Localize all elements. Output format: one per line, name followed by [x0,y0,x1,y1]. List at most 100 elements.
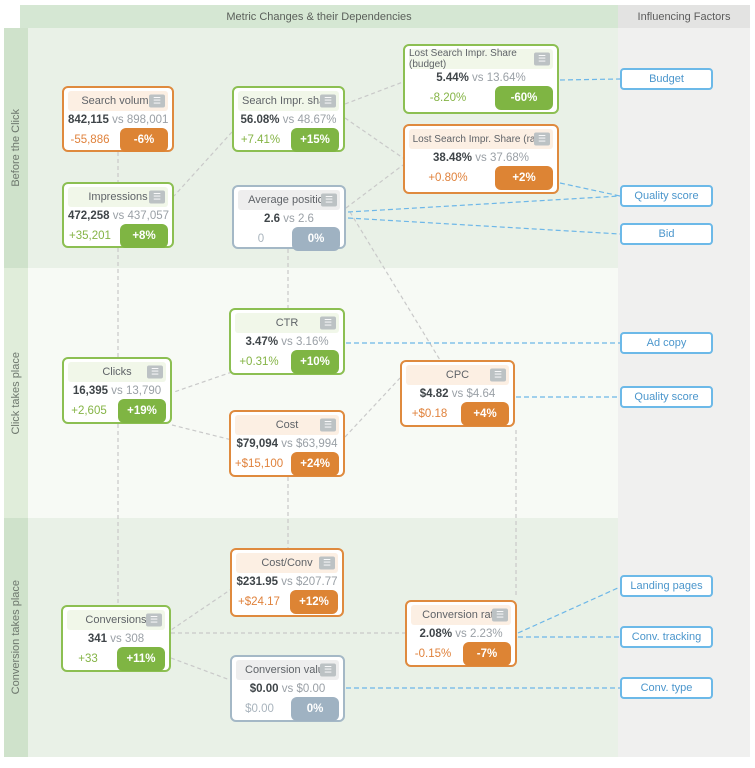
menu-icon[interactable]: ☰ [320,418,336,432]
factor-button-quality-score-2[interactable]: Quality score [620,386,713,408]
factor-button-ad-copy[interactable]: Ad copy [620,332,713,354]
factor-label: Ad copy [646,337,687,349]
menu-icon[interactable]: ☰ [490,368,506,382]
delta-value: 0 [257,233,265,245]
vs-label: vs [475,152,487,164]
card-values: 2.08% vs 2.23% [411,628,511,640]
metrics-header: Metric Changes & their Dependencies [20,5,618,28]
previous-value: 437,057 [127,210,170,222]
previous-value: 898,001 [126,114,169,126]
card-delta-row: +33 +11% [67,647,165,671]
metric-card-cost: Cost ☰ $79,094 vs $63,994 +$15,100+24% [229,410,345,477]
menu-icon[interactable]: ☰ [147,365,163,379]
percent-badge: +11% [117,647,165,671]
card-header: Lost Search Impr. Share (budget) ☰ [409,48,553,70]
menu-icon[interactable]: ☰ [320,663,336,677]
current-value: 38.48% [433,152,473,164]
percent-badge: +19% [118,399,166,423]
card-values: $79,094 vs $63,994 [235,438,339,450]
current-value: 5.44% [436,72,469,84]
menu-icon[interactable]: ☰ [319,556,335,570]
percent-badge: -7% [463,642,511,666]
metric-card-lost-is-budget: Lost Search Impr. Share (budget) ☰ 5.44% v… [403,44,559,114]
delta-value: +$0.18 [411,408,448,420]
factor-label: Conv. tracking [631,631,702,643]
vs-label: vs [282,114,295,126]
delta-value: +$15,100 [234,458,284,470]
percent-badge: 0% [292,227,340,251]
card-values: 472,258 vs 437,057 [68,210,170,222]
card-header: Conversion value☰ [236,660,339,680]
vs-label: vs [112,210,125,222]
factor-label: Quality score [634,190,699,202]
card-delta-row: -55,886-6% [68,128,168,152]
factor-button-budget[interactable]: Budget [620,68,713,90]
delta-value: +2,605 [71,405,107,417]
card-delta-row: +35,201+8% [68,224,168,248]
card-values: $0.00 vs $0.00 [236,683,339,695]
delta-value: +35,201 [69,230,111,242]
delta-value: +33 [78,653,98,665]
metric-card-cpc: CPC☰$4.82 vs $4.64+$0.18+4% [400,360,515,427]
menu-icon[interactable]: ☰ [149,94,165,108]
section-strip-before-click: Before the Click [4,28,28,268]
menu-icon[interactable]: ☰ [320,94,336,108]
card-values: 3.47% vs 3.16% [235,336,339,348]
card-delta-row: 0 0% [238,227,340,251]
menu-icon[interactable]: ☰ [146,613,162,627]
card-values: 341 vs 308 [67,633,165,645]
card-title: Cost [275,419,299,431]
menu-icon[interactable]: ☰ [492,608,508,622]
factor-button-bid[interactable]: Bid [620,223,713,245]
factor-button-quality-score-1[interactable]: Quality score [620,185,713,207]
card-values: 5.44% vs 13.64% [409,72,553,84]
section-strip-conversion: Conversion takes place [4,518,28,757]
menu-icon[interactable]: ☰ [534,52,550,66]
factor-button-conv-tracking[interactable]: Conv. tracking [620,626,713,648]
previous-value: 2.6 [297,213,314,225]
metric-card-search-impr-share: Search Impr. share☰56.08% vs 48.67%+7.41… [232,86,345,152]
menu-icon[interactable]: ☰ [149,190,165,204]
factor-button-landing-pages[interactable]: Landing pages [620,575,713,597]
menu-icon[interactable]: ☰ [321,193,337,207]
metric-card-ctr: CTR☰3.47% vs 3.16%+0.31%+10% [229,308,345,375]
card-title: Lost Search Impr. Share (budget) [409,48,517,70]
previous-value: 37.68% [489,152,529,164]
menu-icon[interactable]: ☰ [320,316,336,330]
card-title: Clicks [102,366,132,378]
card-header: Conversion rate☰ [411,605,511,625]
vs-label: vs [112,114,124,126]
card-header: Search volume☰ [68,91,168,111]
card-delta-row: +2,605 +19% [68,399,166,423]
current-value: $79,094 [236,438,279,450]
card-title: Search Impr. share [242,95,335,107]
factor-label: Conv. type [640,682,693,694]
menu-icon[interactable]: ☰ [534,132,550,146]
percent-badge: +2% [495,166,553,190]
vs-label: vs [281,683,294,695]
card-delta-row: +$15,100+24% [234,452,340,476]
vs-label: vs [451,388,464,400]
percent-badge: +12% [290,590,338,614]
current-value: 56.08% [240,114,280,126]
vs-label: vs [281,336,293,348]
previous-value: 13.64% [486,72,526,84]
delta-value: +0.31% [239,356,279,368]
percent-badge: +10% [291,350,339,374]
current-value: 3.47% [245,336,279,348]
card-header: Impressions☰ [68,187,168,207]
card-title: Conversion rate [422,609,500,621]
factor-button-conv-type[interactable]: Conv. type [620,677,713,699]
factor-label: Budget [649,73,684,85]
card-values: 16,395 vs 13,790 [68,385,166,397]
card-delta-row: +0.31% +10% [235,350,339,374]
card-title: CPC [445,369,470,381]
current-value: $231.95 [236,576,279,588]
delta-value: +$24.17 [238,596,280,608]
current-value: 341 [87,633,108,645]
card-header: Lost Search Impr. Share (rank)☰ [409,129,553,149]
percent-badge: -6% [120,128,168,152]
current-value: $4.82 [419,388,449,400]
